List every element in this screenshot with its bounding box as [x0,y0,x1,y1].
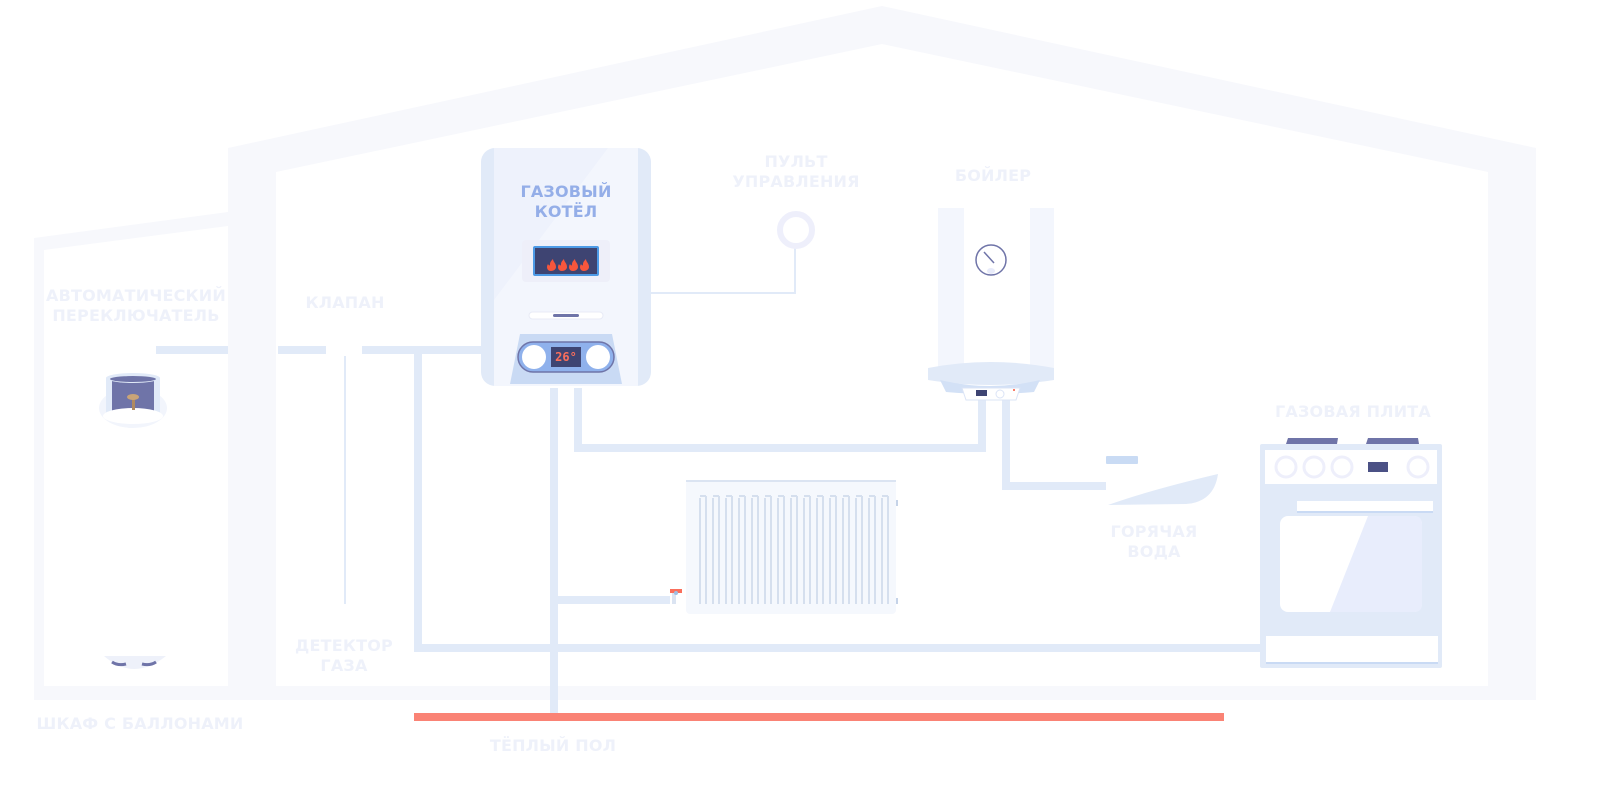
label-auto-switch: АВТОМАТИЧЕСКИЙ ПЕРЕКЛЮЧАТЕЛЬ [36,286,236,326]
annex-wall [34,212,228,686]
remote-control-icon [777,211,815,249]
boiler-temp-display [551,347,581,367]
radiator-fin [816,495,824,604]
label-hot-water-line2: ВОДА [1127,542,1181,561]
radiator-fin [790,495,798,604]
water-heater [928,208,1054,401]
radiator-fin [777,495,785,604]
label-hot-water-line1: ГОРЯЧАЯ [1110,522,1198,541]
radiator-fin [699,495,707,604]
stove-display [1368,462,1388,472]
label-auto-switch-line1: АВТОМАТИЧЕСКИЙ [46,286,226,305]
heater-panel [961,387,1021,401]
label-gas-boiler: ГАЗОВЫЙ КОТЁЛ [500,182,632,222]
label-remote-control: ПУЛЬТ УПРАВЛЕНИЯ [720,152,872,192]
remote-wire [650,246,796,294]
pipe-radiator [554,596,670,604]
floor-heating-bar [414,713,1224,721]
pipe-valve-left [278,346,326,354]
label-gas-detector: ДЕТЕКТОР ГАЗА [284,636,404,676]
heater-display [976,390,987,396]
label-water-heater: БОЙЛЕР [954,166,1032,185]
radiator-fin [764,495,772,604]
flame-icons [547,259,589,271]
label-hot-water: ГОРЯЧАЯ ВОДА [1096,522,1212,562]
pipe-boiler-down [550,388,558,718]
boiler-knob-right [586,345,610,369]
stove-knob-1 [1274,455,1298,479]
pipe-hot-water [1002,482,1106,490]
label-cylinder-cabinet: ШКАФ С БАЛЛОНАМИ [36,714,244,733]
radiator-valve-icon [670,589,682,604]
boiler-knob-left [522,345,546,369]
radiator-fin [803,495,811,604]
detector-line [344,356,346,604]
boiler-temperature: 26° [555,350,577,364]
radiator-fin [738,495,746,604]
radiator-fin [842,495,850,604]
radiator-fin [881,495,889,604]
label-gas-boiler-line1: ГАЗОВЫЙ [520,182,612,201]
pipe-heater-down1 [978,396,986,450]
label-auto-switch-line2: ПЕРЕКЛЮЧАТЕЛЬ [52,306,220,325]
pipe-to-heater [574,444,986,452]
label-gas-detector-line2: ГАЗА [320,656,368,675]
pipe-heater-down2 [1002,396,1010,490]
cylinder-bottom-icon [104,656,166,669]
label-gas-boiler-line2: КОТЁЛ [534,202,598,221]
label-underfloor-heating: ТЁПЛЫЙ ПОЛ [489,736,617,755]
stove-knob-3 [1330,455,1354,479]
pipe-bottom [414,644,1262,652]
label-valve: КЛАПАН [305,293,385,312]
radiator-fin [712,495,720,604]
radiator-fin [829,495,837,604]
gas-stove [1260,438,1442,668]
house-floor [34,686,1536,700]
stove-knob-2 [1302,455,1326,479]
gas-boiler [481,148,651,386]
oven-handle [1297,501,1433,511]
burner-left [1286,438,1338,444]
radiator-fin [868,495,876,604]
label-gas-stove: ГАЗОВАЯ ПЛИТА [1275,402,1431,421]
pipes [156,346,1262,718]
pipe-annex [156,346,228,354]
label-remote-control-line2: УПРАВЛЕНИЯ [732,172,860,191]
radiator-fin [725,495,733,604]
radiator-fin [855,495,863,604]
radiator [670,480,898,614]
pipe-boiler-right-down [574,388,582,452]
house-outline [34,6,1536,700]
pipe-down-left [414,350,422,652]
pipe-valve-right [362,346,484,354]
radiator-fin [751,495,759,604]
stove-knob-4 [1406,455,1430,479]
stove-drawer [1266,636,1438,662]
burner-right [1366,438,1419,444]
gas-cylinder-icon [99,373,167,428]
gauge-icon [975,244,1007,276]
label-gas-detector-line1: ДЕТЕКТОР [295,636,393,655]
label-remote-control-line1: ПУЛЬТ [764,152,828,171]
hot-water-faucet [1106,456,1218,505]
